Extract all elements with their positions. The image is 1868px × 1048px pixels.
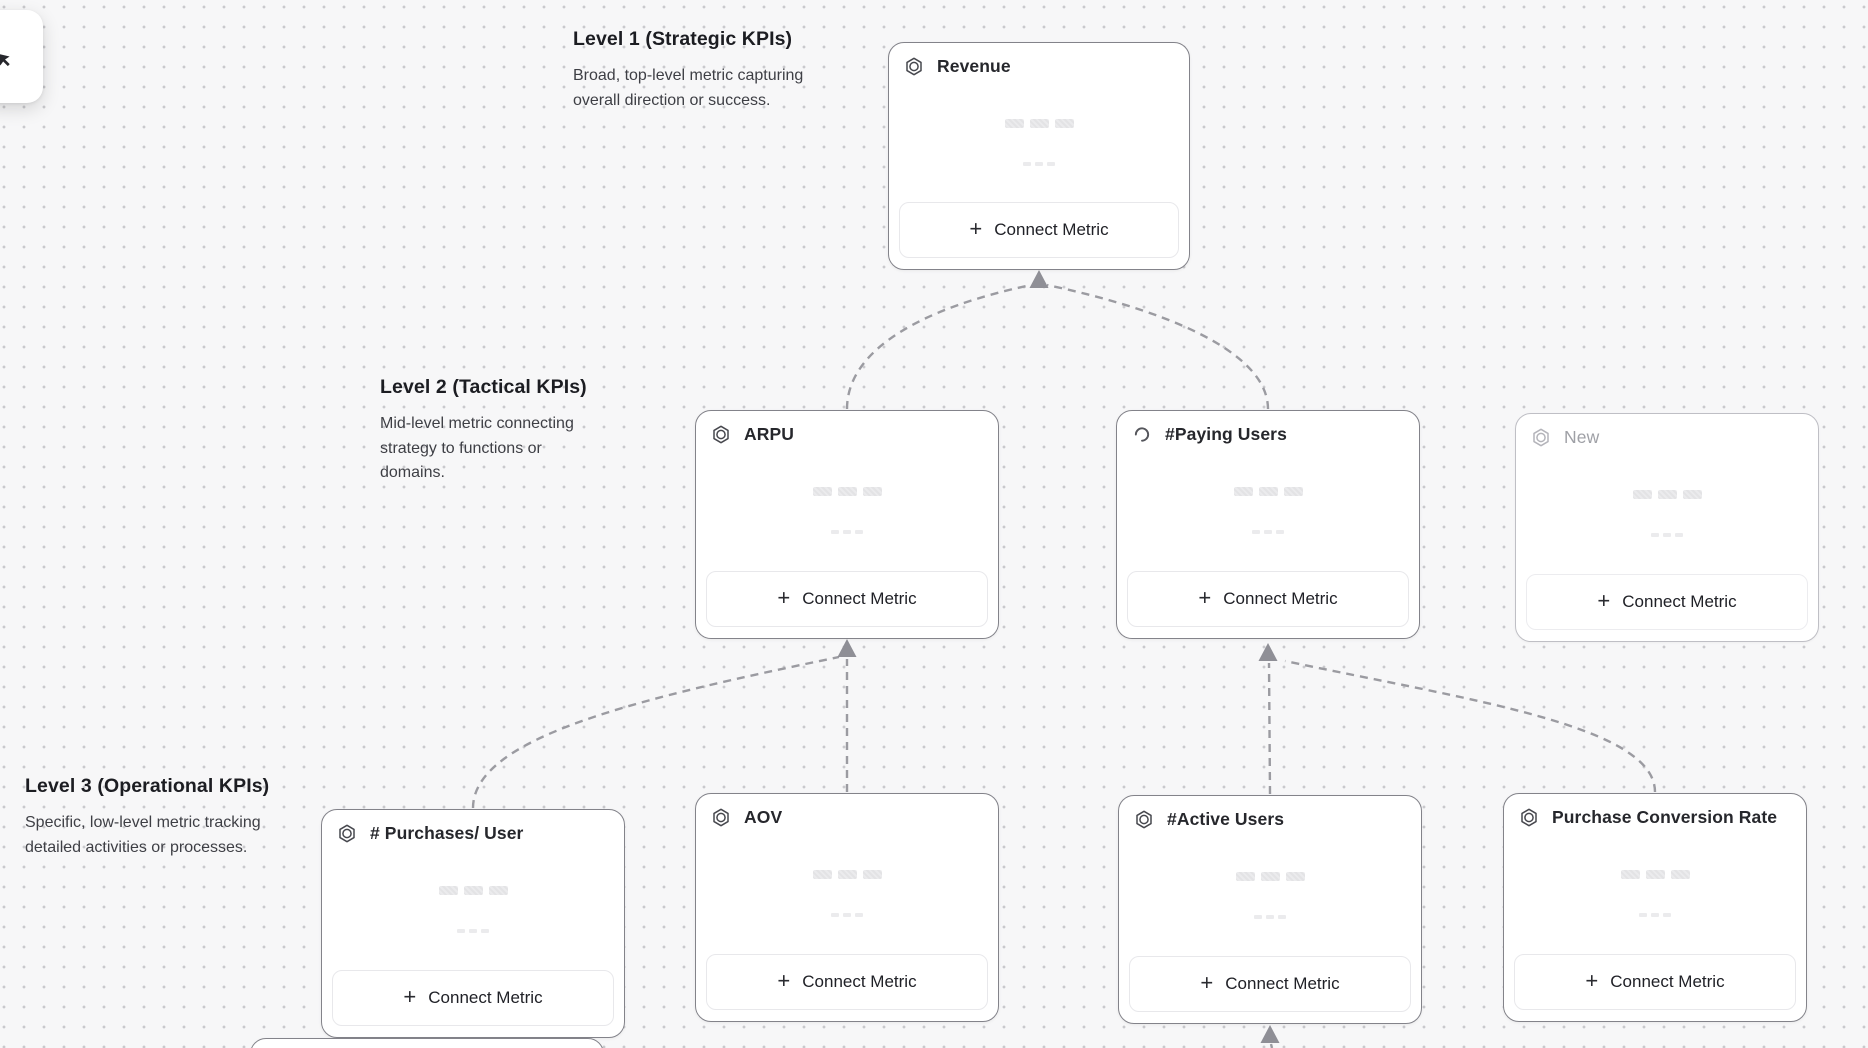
metric-card-title: Revenue <box>937 56 1011 76</box>
connect-metric-button[interactable]: + Connect Metric <box>1127 571 1409 627</box>
metric-preview-skeleton <box>322 929 624 933</box>
metric-card-aov[interactable]: AOV + Connect Metric <box>695 793 999 1022</box>
metric-preview-skeleton <box>889 119 1189 128</box>
section-level-2: Level 2 (Tactical KPIs) Mid-level metric… <box>380 376 594 486</box>
plus-icon: + <box>1200 970 1214 995</box>
metric-card-new[interactable]: New + Connect Metric <box>1515 413 1819 642</box>
metric-preview-skeleton <box>889 162 1189 166</box>
metric-card-title: #Paying Users <box>1165 424 1287 444</box>
metric-preview-skeleton <box>1504 870 1806 879</box>
loading-spinner-icon <box>1132 424 1152 445</box>
metric-preview-skeleton <box>1516 490 1818 499</box>
metric-card-purchases-per-user[interactable]: # Purchases/ User + Connect Metric <box>321 809 625 1038</box>
metric-card-title: Purchase Conversion Rate <box>1552 807 1778 827</box>
metric-preview-skeleton <box>696 913 998 917</box>
section-description: Broad, top-level metric capturing overal… <box>573 67 804 109</box>
metric-card-active-users[interactable]: #Active Users + Connect Metric <box>1118 795 1422 1024</box>
metric-preview-skeleton <box>1117 487 1419 496</box>
arrow-up-icon <box>1258 643 1278 661</box>
plus-icon: + <box>1585 968 1599 993</box>
section-title: Level 2 (Tactical KPIs) <box>380 376 587 398</box>
metric-preview-skeleton <box>322 886 624 895</box>
connector-to-revenue <box>845 270 1270 410</box>
section-level-1: Level 1 (Strategic KPIs) Broad, top-leve… <box>573 28 827 113</box>
connect-metric-label: Connect Metric <box>1622 592 1737 611</box>
cursor-tool-button[interactable] <box>0 10 43 103</box>
section-title: Level 1 (Strategic KPIs) <box>573 28 793 50</box>
cursor-icon <box>0 50 13 68</box>
connect-metric-label: Connect Metric <box>802 589 917 608</box>
connect-metric-label: Connect Metric <box>428 988 543 1007</box>
connect-metric-button[interactable]: + Connect Metric <box>1129 956 1411 1012</box>
connect-metric-button[interactable]: + Connect Metric <box>332 970 614 1026</box>
metric-preview-skeleton <box>1516 533 1818 537</box>
plus-icon: + <box>969 216 983 241</box>
metric-card-title: ARPU <box>744 424 794 444</box>
section-title: Level 3 (Operational KPIs) <box>25 775 270 797</box>
connect-metric-button[interactable]: + Connect Metric <box>1514 954 1796 1010</box>
arrow-up-icon <box>1260 1025 1280 1043</box>
connect-metric-button[interactable]: + Connect Metric <box>706 571 988 627</box>
metric-card-title: # Purchases/ User <box>370 823 524 843</box>
metric-card-paying-users[interactable]: #Paying Users + Connect Metric <box>1116 410 1420 639</box>
section-description: Specific, low-level metric tracking deta… <box>25 814 261 856</box>
metric-preview-skeleton <box>1504 913 1806 917</box>
plus-icon: + <box>777 968 791 993</box>
connect-metric-label: Connect Metric <box>994 220 1109 239</box>
connector-to-arpu <box>471 639 857 809</box>
plus-icon: + <box>403 984 417 1009</box>
metric-preview-skeleton <box>1117 530 1419 534</box>
metric-hexagon-icon <box>904 56 924 77</box>
metric-preview-skeleton <box>696 530 998 534</box>
metric-hexagon-icon <box>711 807 731 828</box>
section-level-3: Level 3 (Operational KPIs) Specific, low… <box>25 775 285 860</box>
metric-preview-skeleton <box>1119 872 1421 881</box>
connector-to-active-users <box>1260 1025 1280 1048</box>
connect-metric-label: Connect Metric <box>1225 974 1340 993</box>
section-description: Mid-level metric connecting strategy to … <box>380 415 574 481</box>
metric-hexagon-icon <box>1134 809 1154 830</box>
metric-card-arpu[interactable]: ARPU + Connect Metric <box>695 410 999 639</box>
connect-metric-label: Connect Metric <box>1610 972 1725 991</box>
connect-metric-button[interactable]: + Connect Metric <box>1526 574 1808 630</box>
metric-preview-skeleton <box>696 487 998 496</box>
plus-icon: + <box>1597 588 1611 613</box>
metric-card-title: #Active Users <box>1167 809 1285 829</box>
connect-metric-button[interactable]: + Connect Metric <box>899 202 1179 258</box>
arrow-up-icon <box>1029 270 1049 288</box>
metric-hexagon-icon <box>711 424 731 445</box>
metric-card-partial[interactable] <box>250 1038 604 1048</box>
connect-metric-label: Connect Metric <box>1223 589 1338 608</box>
plus-icon: + <box>1198 585 1212 610</box>
plus-icon: + <box>777 585 791 610</box>
metric-card-title: AOV <box>744 807 783 827</box>
metric-hexagon-icon <box>1531 427 1551 448</box>
metric-preview-skeleton <box>1119 915 1421 919</box>
connect-metric-label: Connect Metric <box>802 972 917 991</box>
metric-hexagon-icon <box>337 823 357 844</box>
metric-card-revenue[interactable]: Revenue + Connect Metric <box>888 42 1190 270</box>
connector-to-paying-users <box>1258 643 1657 795</box>
connect-metric-button[interactable]: + Connect Metric <box>706 954 988 1010</box>
metric-card-purchase-conversion-rate[interactable]: Purchase Conversion Rate + Connect Metri… <box>1503 793 1807 1022</box>
metric-hexagon-icon <box>1519 807 1539 828</box>
arrow-up-icon <box>837 639 857 657</box>
metric-card-title: New <box>1564 427 1600 447</box>
metric-preview-skeleton <box>696 870 998 879</box>
